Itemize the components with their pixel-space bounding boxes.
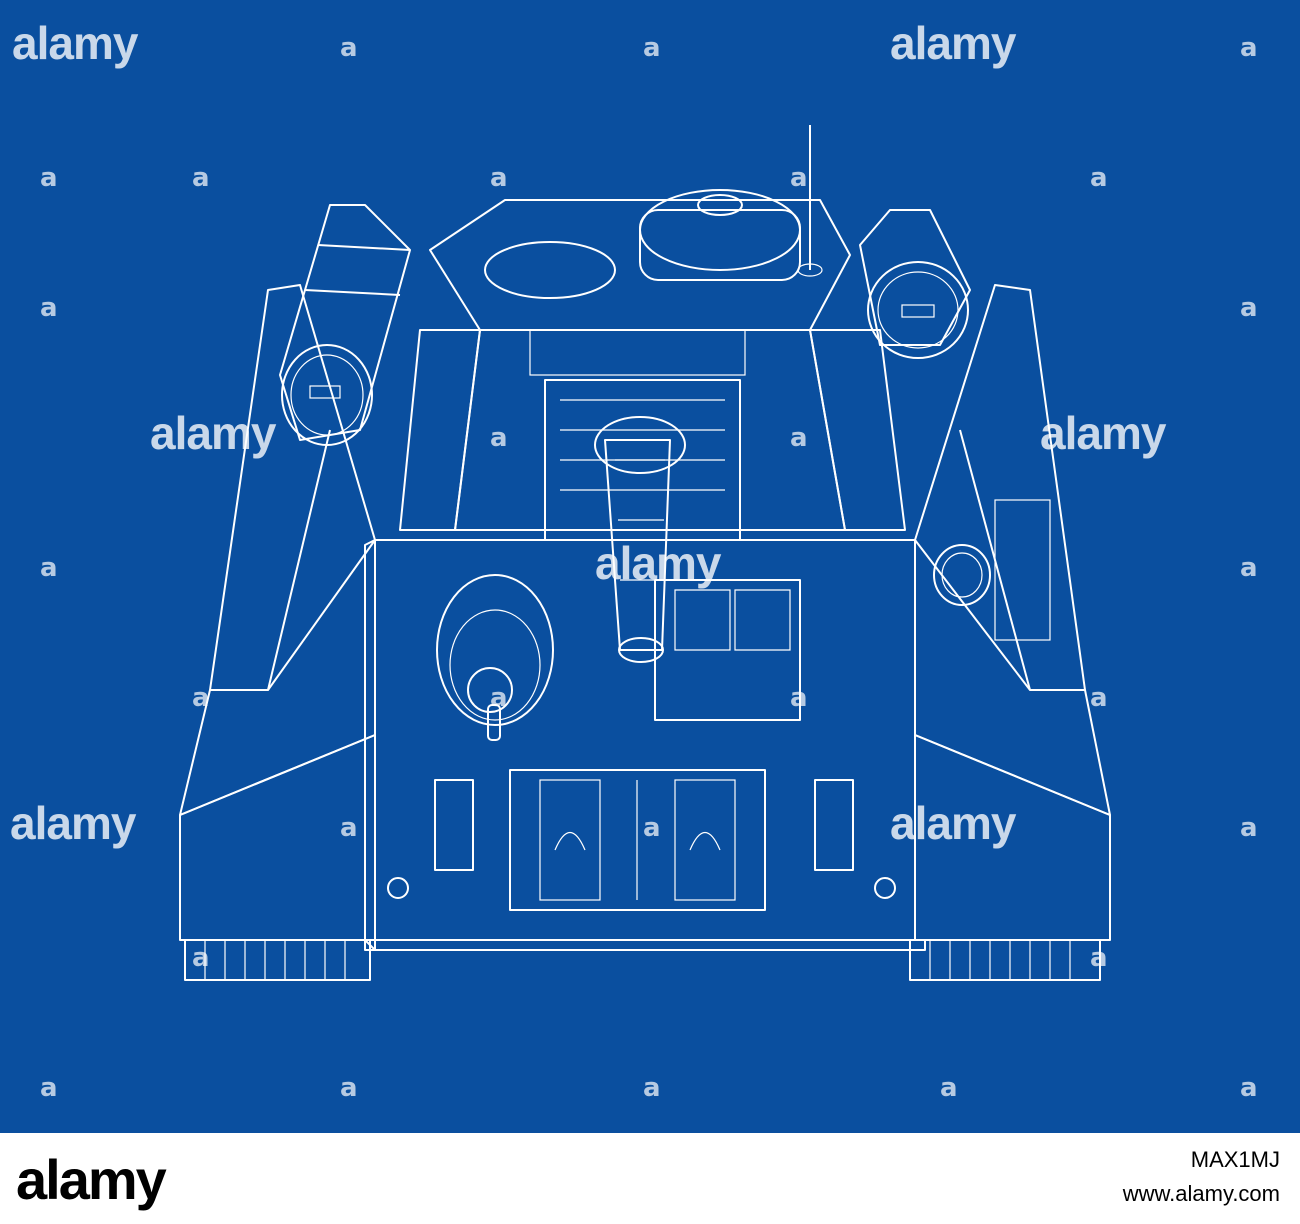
left-track <box>184 939 371 981</box>
right-fuel-drum <box>859 209 1051 641</box>
watermark-mark: a <box>790 163 808 193</box>
watermark-mark: a <box>643 813 661 843</box>
watermark-mark: a <box>643 33 661 63</box>
watermark-mark: a <box>40 163 58 193</box>
watermark-text: alamy <box>12 17 138 69</box>
watermark-mark: a <box>192 943 210 973</box>
turret <box>399 125 906 541</box>
footer-bar: alamy MAX1MJ www.alamy.com <box>0 1133 1300 1224</box>
watermark-text: alamy <box>890 797 1016 849</box>
blueprint-canvas: alamy alamy alamy alamy alamy alamy alam… <box>0 0 1300 1133</box>
watermark-text: alamy <box>150 407 276 459</box>
watermark-mark: a <box>192 163 210 193</box>
watermark-mark: a <box>340 813 358 843</box>
watermark-mark: a <box>1240 1073 1258 1103</box>
watermark-mark: a <box>490 683 508 713</box>
watermark-mark: a <box>1240 553 1258 583</box>
watermark-mark: a <box>340 1073 358 1103</box>
left-fuel-drum <box>279 204 411 446</box>
watermark-mark: a <box>490 423 508 453</box>
left-tow-hook <box>434 779 474 871</box>
watermark-text: alamy <box>10 797 136 849</box>
watermark-text: alamy <box>1040 407 1166 459</box>
watermark-mark: a <box>790 683 808 713</box>
watermark-mark: a <box>643 1073 661 1103</box>
watermark-mark: a <box>1090 163 1108 193</box>
front-transmission-hatch <box>509 769 766 911</box>
right-tow-hook <box>814 779 854 871</box>
watermark-mark: a <box>1240 293 1258 323</box>
watermark-mark: a <box>340 33 358 63</box>
right-track <box>909 939 1101 981</box>
bow-machine-gun <box>436 574 554 741</box>
footer-logo: alamy <box>16 1148 167 1211</box>
watermark-text: alamy <box>595 537 721 589</box>
watermark-mark: a <box>1240 33 1258 63</box>
watermark-mark: a <box>790 423 808 453</box>
watermark-mark: a <box>40 1073 58 1103</box>
image-id: MAX1MJ <box>1190 1147 1280 1172</box>
watermark-mark: a <box>940 1073 958 1103</box>
watermark-mark: a <box>1090 943 1108 973</box>
watermark-mark: a <box>40 553 58 583</box>
watermark-mark: a <box>490 163 508 193</box>
watermark-mark: a <box>40 293 58 323</box>
watermark-text: alamy <box>890 17 1016 69</box>
tank-wireframe-drawing <box>179 125 1111 981</box>
watermark-mark: a <box>192 683 210 713</box>
watermark-mark: a <box>1240 813 1258 843</box>
watermark-mark: a <box>1090 683 1108 713</box>
site-url: www.alamy.com <box>1122 1181 1280 1206</box>
